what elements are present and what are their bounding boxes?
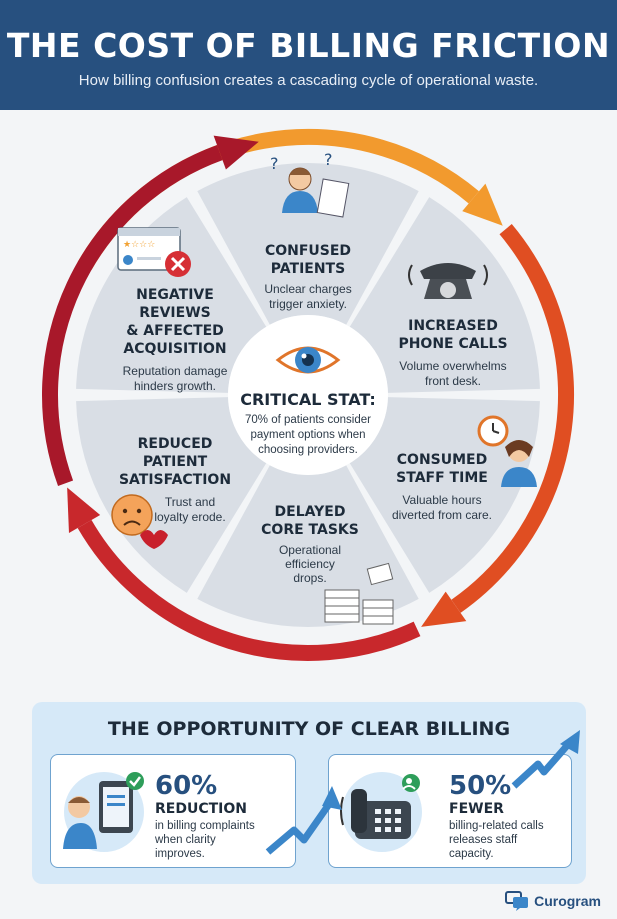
cycle-ring-arc (42, 145, 223, 486)
segment-desc-line: efficiency (285, 557, 335, 571)
cycle-wedge (76, 197, 267, 393)
critical-stat-line: 70% of patients consider (245, 414, 371, 426)
cycle-diagram: ? ? ★☆☆☆ (42, 129, 574, 661)
desk-phone-icon (340, 772, 422, 852)
segment-desc-line: Operational (278, 543, 342, 557)
svg-text:★☆☆☆: ★☆☆☆ (123, 240, 155, 250)
fewer-calls-desc: billing-related calls releases staff cap… (449, 819, 544, 861)
segment-heading-line: REVIEWS (139, 305, 211, 321)
svg-text:?: ? (324, 150, 333, 169)
paper-stack-icon (324, 562, 394, 625)
cycle-ring-arrowhead (213, 135, 259, 170)
segment-negative-reviews: NEGATIVE REVIEWS & AFFECTED ACQUISITION Rep… (100, 286, 250, 394)
confused-patient-icon: ? ? (270, 150, 350, 218)
reduction-desc: in billing complaints when clarity impro… (155, 819, 255, 861)
tablet-user-icon (63, 772, 144, 852)
opportunity-card-reduction: 60% REDUCTION in billing complaints when… (50, 754, 296, 868)
segment-desc-line: Reputation damage (122, 364, 228, 378)
reduction-desc-line: when clarity (155, 834, 216, 846)
fewer-calls-desc-line: releases staff (449, 834, 518, 846)
segment-desc-line: drops. (293, 571, 327, 585)
segment-desc-line: Valuable hours (402, 493, 482, 507)
center-circle (228, 315, 388, 475)
page-subtitle: How billing confusion creates a cascadin… (78, 72, 539, 89)
brand-logo: Curogram (505, 890, 601, 912)
cycle-wedge (197, 163, 419, 325)
phone-icon (408, 263, 488, 299)
segment-heading-line: NEGATIVE (136, 287, 214, 303)
segment-heading-line: PATIENT (142, 454, 208, 470)
segment-desc-line: trigger anxiety. (269, 297, 347, 311)
chat-bubbles-icon (505, 891, 529, 911)
stressed-staff-icon (477, 415, 537, 487)
cycle-ring-arrowhead (462, 183, 503, 226)
segment-heading-line: CORE TASKS (261, 522, 359, 538)
opportunity-card-fewer-calls: 50% FEWER billing-related calls releases… (328, 754, 572, 868)
segment-heading-line: INCREASED (408, 318, 498, 334)
segment-heading-line: CONSUMED (396, 452, 488, 468)
critical-stat-line: choosing providers. (258, 444, 358, 456)
cycle-ring-arc (451, 224, 574, 613)
cycle-wedge (76, 397, 267, 593)
reduction-value: 60% (155, 771, 218, 801)
critical-stat-line: payment options when (250, 429, 366, 441)
fewer-calls-desc-line: billing-related calls (449, 820, 544, 832)
reduction-desc-line: in billing complaints (155, 820, 255, 832)
bad-review-icon: ★☆☆☆ (117, 227, 191, 277)
cycle-ring-arc (77, 519, 421, 661)
page-title: THE COST OF BILLING FRICTION (6, 26, 611, 65)
brand-name: Curogram (534, 893, 601, 909)
fewer-calls-label: FEWER (449, 801, 504, 817)
segment-desc-line: Trust and (164, 495, 216, 509)
eye-icon (275, 346, 341, 374)
segment-desc-line: Volume overwhelms (399, 359, 507, 373)
segment-desc-line: hinders growth. (133, 379, 217, 393)
segment-desc-line: Unclear charges (264, 282, 352, 296)
reduction-label: REDUCTION (155, 801, 247, 817)
cycle-ring (42, 129, 574, 661)
segment-heading-line: SATISFACTION (118, 472, 232, 488)
segment-heading-line: & AFFECTED (126, 323, 224, 339)
fewer-calls-desc-line: capacity. (449, 848, 494, 860)
segment-heading-line: PHONE CALLS (398, 336, 508, 352)
svg-text:?: ? (270, 154, 279, 173)
opportunity-title: THE OPPORTUNITY OF CLEAR BILLING (107, 718, 511, 740)
segment-heading-line: DELAYED (274, 504, 346, 520)
reduction-desc-line: improves. (155, 848, 205, 860)
header-banner: THE COST OF BILLING FRICTION How billing… (0, 0, 617, 110)
segment-heading-line: CONFUSED (264, 243, 352, 259)
segment-heading-line: REDUCED (137, 436, 213, 452)
segment-heading-line: PATIENTS (270, 261, 346, 277)
segment-heading-line: ACQUISITION (123, 341, 227, 357)
segment-desc-line: loyalty erode. (154, 510, 226, 524)
critical-stat-heading: CRITICAL STAT: (240, 390, 376, 409)
cycle-ring-arrowhead (421, 591, 467, 627)
critical-stat: CRITICAL STAT: 70% of patients consider p… (228, 390, 388, 458)
segment-heading-line: STAFF TIME (396, 470, 488, 486)
cycle-ring-arrowhead (67, 487, 101, 533)
segment-desc-line: diverted from care. (391, 508, 493, 522)
cycle-wedge (197, 465, 419, 627)
sad-face-icon (111, 494, 168, 549)
segment-desc-line: front desk. (424, 374, 482, 388)
fewer-calls-value: 50% (449, 771, 512, 801)
opportunity-panel: THE OPPORTUNITY OF CLEAR BILLING 60% RED… (32, 702, 586, 884)
